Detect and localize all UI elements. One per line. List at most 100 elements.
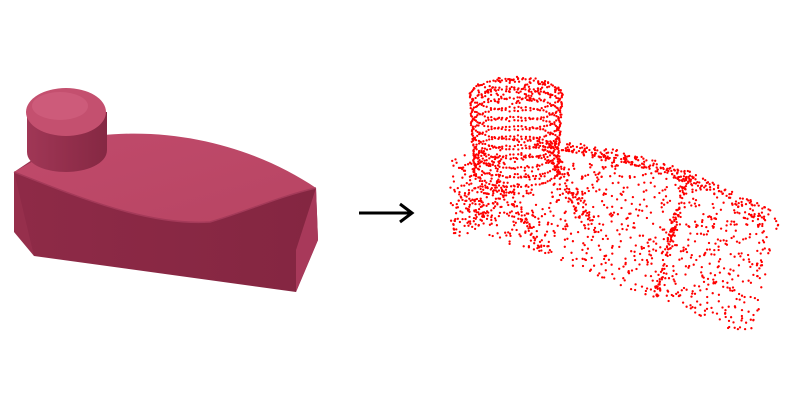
point [565,223,568,226]
point [714,242,717,245]
point [611,205,614,208]
point [671,233,674,236]
point [567,168,571,171]
point [520,135,523,138]
point [610,194,614,198]
point [472,220,475,223]
point [652,176,655,180]
point [495,186,498,189]
point [693,202,697,205]
point [644,293,647,296]
point [575,257,578,261]
point [695,300,699,303]
point [517,99,520,103]
point [550,222,553,226]
point [526,83,529,86]
point [488,80,492,83]
point [588,219,592,222]
point [498,136,501,139]
point [729,196,732,199]
point [707,241,711,245]
point [585,252,588,255]
point [489,93,493,97]
point [529,77,532,80]
point [520,116,523,119]
point [490,187,493,190]
point [658,280,662,283]
point [675,228,679,232]
point [712,226,715,229]
point [549,201,552,205]
point [494,156,497,159]
point [508,125,511,129]
point [664,188,667,191]
point [666,251,669,254]
point [553,164,556,168]
point [549,96,552,99]
point [479,185,482,188]
point [516,77,520,81]
point [640,285,644,288]
point [482,82,485,86]
point [468,220,472,223]
point [564,196,568,199]
point [597,215,600,218]
point [513,88,516,91]
point [541,163,544,166]
point [469,114,473,117]
point [491,86,494,89]
point [619,192,622,195]
point [757,204,760,207]
point [538,144,542,148]
point [497,116,501,119]
point [511,102,514,106]
point [776,224,780,227]
point [556,166,559,169]
point [538,221,541,224]
point [565,190,568,193]
point [603,276,606,279]
point [492,161,496,164]
point [674,176,677,179]
point [516,185,520,189]
point [731,286,735,289]
point [625,228,628,231]
point [642,198,646,201]
point [505,234,508,237]
point [513,200,517,203]
point [649,211,653,214]
point [702,280,706,284]
point [649,288,653,291]
point [477,211,480,214]
point [502,93,505,96]
point [582,153,585,156]
point [737,201,740,205]
point [665,231,668,234]
point [511,215,514,218]
point [760,211,764,214]
point [652,240,655,243]
point [552,214,555,217]
point [732,321,735,324]
point [681,301,685,304]
point [611,148,615,151]
point [520,119,523,122]
point [528,116,531,120]
point [651,159,654,162]
point [685,288,688,291]
point [556,107,559,110]
point [758,241,761,244]
point [512,138,516,142]
point [585,214,588,217]
point [529,109,532,112]
point [749,207,752,211]
point [544,152,547,156]
point [624,156,627,159]
point [592,205,595,209]
point [522,245,525,248]
point [569,232,573,235]
point [592,264,596,267]
point [500,137,504,140]
point [664,248,667,251]
point [767,208,770,211]
